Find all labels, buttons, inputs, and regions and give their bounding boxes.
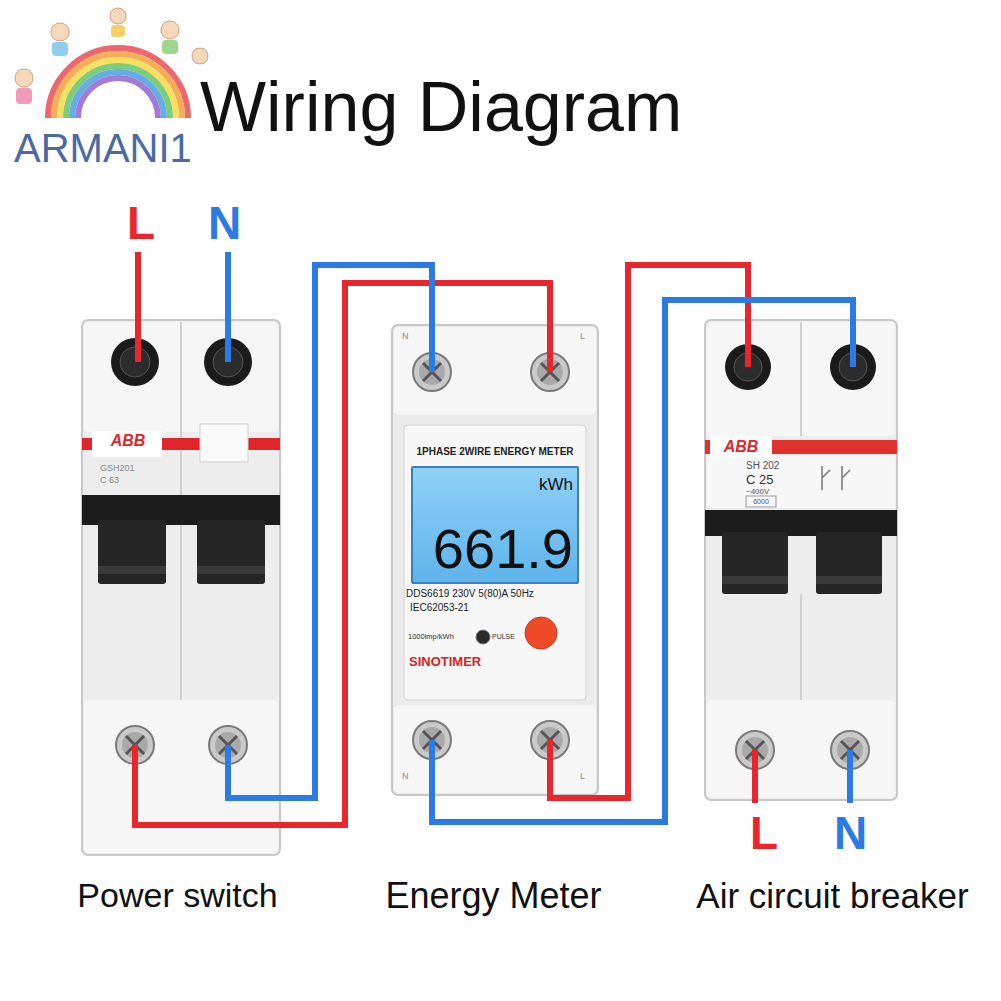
power-switch-breaker [197, 520, 265, 584]
wire-stub [135, 252, 853, 825]
watermark-kids [162, 40, 178, 54]
terminal-label: L [580, 772, 585, 781]
watermark-rainbow [60, 60, 176, 118]
wire [622, 300, 853, 822]
pulse-label: PULSE [492, 633, 522, 640]
air-circuit-breaker [707, 322, 895, 436]
air-circuit-breaker [705, 320, 897, 800]
wire-stub [135, 252, 141, 362]
energy-meter-housing [525, 617, 557, 649]
air-circuit-breaker [722, 532, 788, 594]
wire [622, 265, 748, 798]
air-circuit-breaker [816, 532, 882, 594]
watermark-rainbow [54, 54, 182, 118]
power-switch-breaker [82, 320, 280, 855]
energy-meter-housing [392, 325, 598, 795]
watermark-rainbow [72, 72, 164, 118]
power-switch: ABB GSH201 C 63 Power switch [60, 318, 295, 930]
power-switch-breaker [200, 424, 248, 462]
watermark-kids [192, 48, 208, 64]
energy-meter-housing [476, 630, 490, 644]
rating-text: C 25 [746, 473, 796, 486]
wire-stub [135, 745, 295, 825]
meter-title: 1PHASE 2WIRE ENERGY METER [403, 447, 587, 457]
air-circuit-breaker: ABB SH 202 C 25 ~400V 6000Air circuit breake… [680, 318, 985, 930]
meter-standard: IEC62053-21 [410, 603, 530, 613]
power-switch-breaker [82, 320, 280, 855]
wire-stub [225, 252, 231, 362]
air-circuit-breaker [822, 466, 850, 490]
power-switch-breaker [84, 700, 278, 853]
watermark-kids [111, 25, 125, 37]
unit-text: kWh [529, 476, 573, 493]
watermark-rainbow [78, 78, 158, 118]
watermark-rainbow [48, 48, 188, 118]
air-circuit-breaker [722, 576, 788, 584]
watermark-kids [15, 69, 33, 87]
wire-stub [228, 745, 295, 798]
rating-text: C 63 [100, 476, 170, 485]
watermark-kids [15, 8, 208, 104]
terminal-label: L [580, 332, 585, 341]
power-switch-breaker [197, 566, 265, 574]
energy-meter-housing [394, 705, 596, 793]
watermark: ARMANI1 [14, 128, 192, 168]
model-text: SH 202 [746, 461, 796, 471]
neutral-label: N [834, 810, 867, 856]
brand-logo: ABB [96, 433, 160, 449]
wire-stub [547, 322, 553, 372]
air-circuit-breaker [705, 320, 897, 800]
air-circuit-breaker [816, 576, 882, 584]
wire-stub [432, 740, 622, 822]
pulse-rate: 1000imp/kWh [408, 633, 466, 641]
air-circuit-breaker [705, 440, 897, 454]
model-text: GSH201 [100, 464, 170, 473]
device-caption: Power switch [60, 878, 295, 912]
energy-meter-housing [392, 325, 598, 795]
air-circuit-breaker [707, 700, 895, 798]
wire-stub [752, 750, 758, 803]
watermark-kids [16, 88, 32, 104]
terminal-label: N [402, 332, 409, 341]
line-label: L [750, 810, 778, 856]
power-switch-breaker [98, 566, 166, 574]
terminal-label: N [402, 772, 409, 781]
power-switch-breaker [98, 520, 166, 584]
wire-stub [847, 750, 853, 803]
device-caption: Energy Meter [365, 878, 622, 914]
meter-brand: SINOTIMER [409, 655, 529, 668]
power-switch-breaker [92, 431, 162, 457]
air-circuit-breaker [746, 496, 776, 507]
air-circuit-breaker [710, 436, 772, 458]
energy-meter-housing [404, 425, 586, 700]
energy-meter: 1PHASE 2WIRE ENERGY METER DDS6619 230V 5(… [365, 322, 622, 930]
device-caption: Air circuit breaker [680, 878, 985, 913]
watermark-kids [51, 23, 69, 41]
watermark-rainbow [66, 66, 170, 118]
wire-stub [850, 318, 856, 367]
air-circuit-breaker [707, 456, 895, 508]
reading-digits: 661.9 [413, 521, 573, 577]
brand-logo: ABB [712, 439, 770, 455]
line-label: L [127, 200, 155, 246]
meter-rating: DDS6619 230V 5(80)A 50Hz [406, 589, 586, 599]
neutral-label: N [208, 200, 241, 246]
wire-stub [745, 318, 751, 367]
watermark-rainbow [48, 48, 188, 118]
diagram-title: Wiring Diagram [200, 72, 682, 142]
energy-meter-housing [394, 327, 596, 415]
watermark-kids [52, 42, 68, 56]
watermark-kids [110, 8, 126, 24]
wire-stub [550, 740, 622, 798]
watermark-kids [161, 21, 179, 39]
lcd-display: kWh 661.9 [411, 466, 579, 584]
voltage-text: ~400V [746, 488, 796, 496]
air-circuit-breaker [800, 322, 802, 436]
capacity-text: 6000 [748, 498, 774, 505]
wire-stub [429, 322, 435, 372]
